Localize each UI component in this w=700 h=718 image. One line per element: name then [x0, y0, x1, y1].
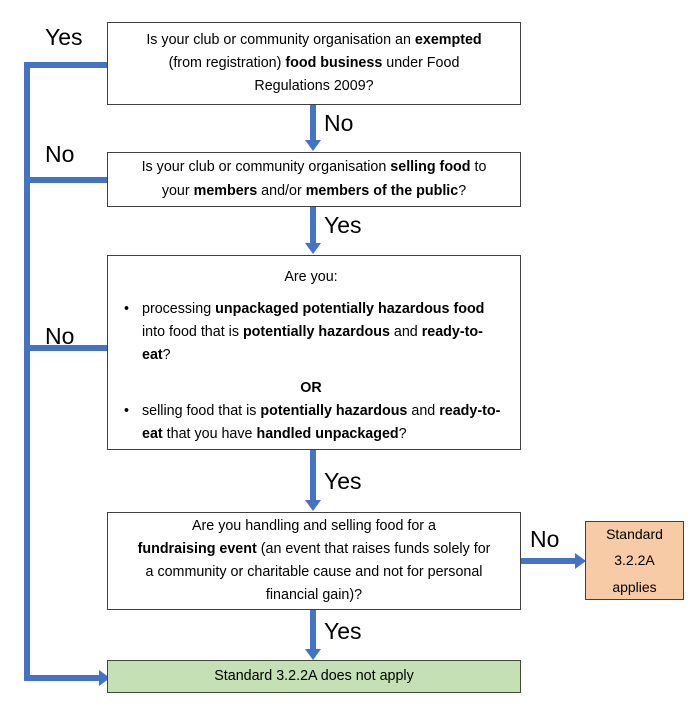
connector-q2-yes-arrowhead	[304, 243, 321, 254]
q3-bullet-list: • processing unpackaged potentially hazar…	[118, 298, 504, 446]
q3-b2-d: ready-to-eat	[142, 402, 501, 442]
edge-label-q3-no: No	[45, 323, 75, 349]
connector-q4-no-horizontal	[521, 558, 577, 564]
connector-spine-to-outcome-arrowhead	[99, 669, 110, 686]
edge-label-q1-yes: Yes	[45, 24, 83, 50]
q3-bullet-2: • selling food that is potentially hazard…	[118, 400, 504, 446]
q1-line2-b: food business	[285, 54, 383, 71]
bullet-dot-icon: •	[124, 301, 130, 318]
q3-b2-g: ?	[398, 425, 407, 442]
q2-line2-c: and/or	[257, 182, 306, 199]
edge-label-q2-yes: Yes	[324, 212, 362, 238]
q2-line2-b: members	[193, 182, 258, 199]
q3-heading: Are you:	[284, 269, 338, 285]
q4-line-3: a community or charitable cause and not …	[145, 564, 483, 580]
edge-label-q1-no: No	[324, 110, 354, 136]
q4-line-4: financial gain)?	[265, 587, 363, 604]
q4-line-1: Are you handling and selling food for a	[191, 517, 436, 534]
q3-b1-g: ?	[162, 347, 171, 364]
q4-line2-a: (an event that raises funds solely for	[256, 540, 491, 557]
q3-b2-f: handled unpackaged	[256, 425, 399, 442]
outcome-applies-line-2: 3.2.2A	[614, 552, 655, 569]
q2-line1-a: Is your club or community organisation	[141, 159, 391, 176]
edge-label-q4-yes: Yes	[324, 618, 362, 644]
q1-line2-c: under Food	[382, 54, 460, 71]
connector-q2-no-horizontal	[24, 177, 109, 183]
decision-box-fundraising-event[interactable]: Are you handling and selling food for a …	[107, 512, 521, 610]
q3-bullet-1: • processing unpackaged potentially hazar…	[118, 298, 504, 367]
q2-line1-b: selling food	[390, 159, 471, 176]
connector-q4-no-arrowhead	[575, 552, 586, 569]
q3-b1-c: into food that is	[142, 324, 243, 341]
outcome-box-standard-applies[interactable]: Standard 3.2.2A applies	[585, 521, 684, 600]
q1-line1-a: Is your club or community organisation a…	[146, 31, 415, 48]
q2-line2-a: your	[161, 182, 194, 199]
q1-line2-a: (from registration)	[168, 54, 286, 71]
edge-label-q3-yes: Yes	[324, 468, 362, 494]
connector-q4-yes-vertical	[310, 610, 316, 651]
q3-b1-b: unpackaged potentially hazardous food	[215, 301, 485, 318]
q3-b2-e: that you have	[162, 425, 257, 442]
q3-separator-or: OR	[300, 379, 322, 396]
decision-box-selling-food[interactable]: Is your club or community organisation s…	[107, 152, 521, 207]
q3-b2-a: selling food that is	[142, 402, 261, 419]
connector-q1-yes-horizontal	[24, 62, 109, 68]
q2-line2-d: members of the public	[305, 182, 459, 199]
connector-q3-yes-vertical	[310, 450, 316, 502]
q3-b1-d: potentially hazardous	[242, 324, 390, 341]
q4-line2-b: fundraising event	[137, 540, 257, 557]
edge-label-q2-no: No	[45, 141, 75, 167]
decision-box-exempted-food-business[interactable]: Is your club or community organisation a…	[107, 22, 521, 105]
connector-spine-to-outcome-horizontal	[24, 675, 101, 681]
bullet-dot-icon: •	[124, 402, 130, 419]
q3-b1-f: ready-to-eat	[142, 324, 483, 364]
edge-label-q4-no: No	[530, 526, 560, 552]
outcome-applies-line-3: applies	[612, 578, 657, 595]
connector-q2-yes-vertical	[310, 207, 316, 245]
connector-q1-no-vertical	[310, 105, 316, 141]
connector-q1-no-arrowhead	[304, 140, 321, 151]
q1-line-3: Regulations 2009?	[254, 78, 374, 95]
q2-line2-e: ?	[458, 182, 467, 199]
connector-q3-yes-arrowhead	[304, 500, 321, 511]
outcome-box-standard-does-not-apply[interactable]: Standard 3.2.2A does not apply	[107, 660, 521, 693]
q3-b1-a: processing	[142, 301, 216, 318]
connector-q4-yes-arrowhead	[304, 649, 321, 660]
connector-q3-no-horizontal	[24, 345, 109, 351]
outcome-not-apply-text: Standard 3.2.2A does not apply	[214, 667, 414, 684]
q3-b2-b: potentially hazardous	[260, 402, 408, 419]
q2-line1-c: to	[470, 159, 487, 176]
q3-b2-c: and	[407, 402, 440, 419]
q2-line-2: your members and/or members of the publi…	[162, 180, 466, 203]
q1-line-2: (from registration) food business under …	[169, 52, 460, 75]
outcome-applies-line-1: Standard	[606, 525, 663, 542]
q1-line-1: Is your club or community organisation a…	[146, 29, 481, 52]
q2-line-1: Is your club or community organisation s…	[142, 156, 487, 179]
decision-box-processing-or-selling-phf[interactable]: Are you: • processing unpackaged potentia…	[107, 255, 521, 450]
q4-line-2: fundraising event (an event that raises …	[138, 538, 491, 561]
connector-left-spine	[24, 62, 30, 681]
q1-line1-b: exempted	[414, 31, 482, 48]
q3-b1-e: and	[389, 324, 422, 341]
